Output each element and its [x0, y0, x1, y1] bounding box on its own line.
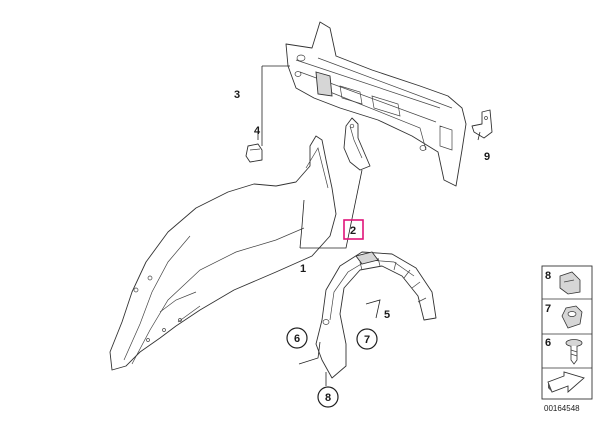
callout-6: 6: [294, 333, 300, 345]
direction-arrow-icon: [547, 371, 585, 393]
screw-icon: [565, 339, 583, 365]
legend-label-6: 6: [545, 337, 551, 349]
callout-5: 5: [384, 309, 390, 321]
callout-3: 3: [234, 89, 240, 101]
legend-label-8: 8: [545, 270, 551, 282]
legend-panel: 8 7 6: [541, 265, 593, 400]
callout-6-circle: [286, 327, 308, 349]
callout-2: 2: [350, 225, 356, 237]
side-panel-part[interactable]: [109, 135, 337, 371]
callout-7: 7: [364, 334, 370, 346]
diagram-id: 00164548: [544, 404, 580, 413]
wheel-arch-cover-part[interactable]: [315, 251, 437, 379]
clip-part-4[interactable]: [245, 143, 263, 163]
callout-7-circle: [356, 328, 378, 350]
callout-1: 1: [300, 263, 306, 275]
clip-nut-icon: [559, 271, 581, 295]
callout-8: 8: [325, 392, 331, 404]
bracket-part-9[interactable]: [471, 109, 493, 139]
legend-label-7: 7: [545, 303, 551, 315]
callout-2-highlight: [343, 219, 364, 240]
callout-4: 4: [254, 125, 261, 137]
nut-icon: [561, 305, 583, 329]
callout-8-circle: [317, 386, 339, 408]
rear-panel-part[interactable]: [285, 21, 467, 187]
callout-9: 9: [484, 151, 490, 163]
reinforcement-part-2[interactable]: [343, 117, 371, 171]
leader-lines: [257, 65, 481, 386]
